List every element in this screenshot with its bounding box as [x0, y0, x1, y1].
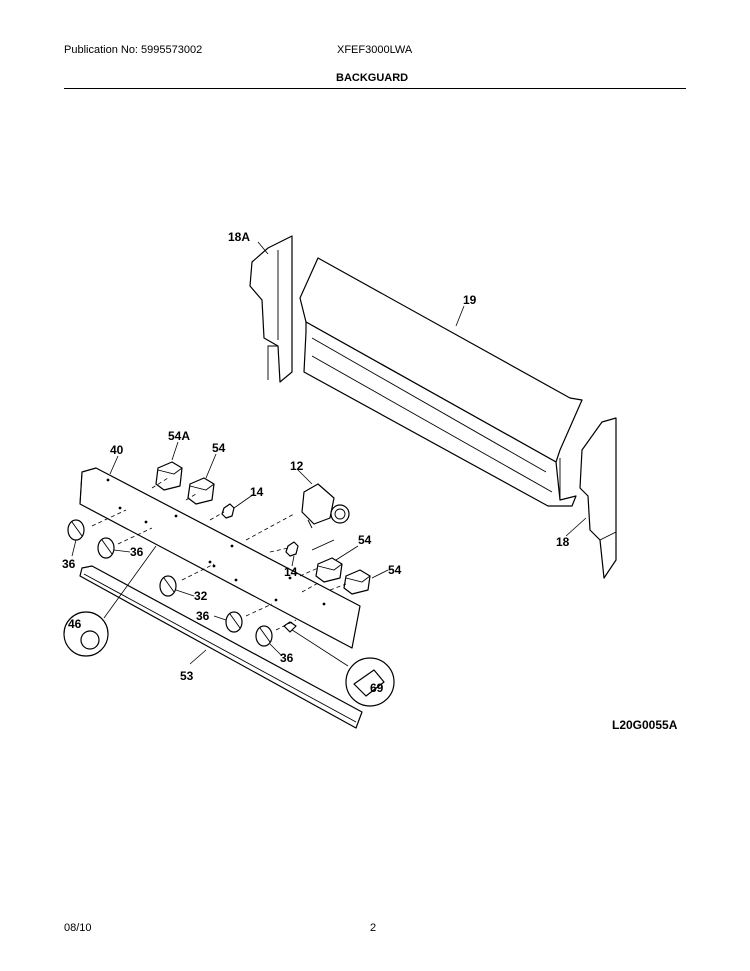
callout-36-c: 36 [196, 609, 210, 623]
page-number: 2 [370, 922, 377, 934]
control-panel-40 [79, 467, 361, 649]
model-number: XFEF3000LWA [337, 44, 413, 56]
callout-54-upper: 54 [212, 441, 226, 455]
callout-36-b: 36 [130, 545, 144, 559]
footer-date: 08/10 [64, 922, 92, 934]
diagram-reference-code: L20G0055A [612, 718, 678, 732]
indicator-light-14-lower [285, 539, 335, 557]
end-bracket-18A [249, 235, 293, 383]
callout-40: 40 [110, 443, 124, 457]
callout-12: 12 [290, 459, 304, 473]
assembly-lines [91, 477, 347, 631]
leader-lines [71, 241, 587, 665]
switch-54-lower [343, 569, 371, 595]
callout-36-a: 36 [62, 557, 76, 571]
knob-32 [159, 575, 177, 597]
knob-36-d [255, 625, 273, 647]
section-title: BACKGUARD [336, 72, 409, 84]
callout-18A: 18A [228, 230, 250, 244]
callout-54-mid: 54 [358, 533, 372, 547]
screw-detail-69 [283, 621, 395, 707]
publication-number: Publication No: 5995573002 [64, 44, 203, 56]
switch-54A [155, 461, 183, 491]
callout-36-d: 36 [280, 651, 294, 665]
callout-18: 18 [556, 535, 570, 549]
knob-36-b [97, 537, 115, 559]
knob-detail-46 [63, 545, 157, 657]
thermostat-12 [301, 483, 350, 529]
knob-36-a [67, 519, 85, 541]
knob-36-c [225, 611, 243, 633]
callout-32: 32 [194, 589, 208, 603]
end-bracket-18 [579, 417, 617, 579]
callout-54A: 54A [168, 429, 190, 443]
header-rule [64, 88, 686, 89]
callout-14-lower: 14 [284, 565, 298, 579]
trim-strip-53 [79, 565, 363, 729]
callout-46: 46 [68, 617, 82, 631]
switch-54-mid [315, 557, 343, 583]
callout-14-upper: 14 [250, 485, 264, 499]
callout-69: 69 [370, 681, 384, 695]
indicator-light-14-upper [221, 503, 235, 519]
switch-54-upper [187, 477, 215, 505]
callout-54-lower: 54 [388, 563, 402, 577]
backguard-panel-19 [299, 257, 583, 507]
callout-53: 53 [180, 669, 194, 683]
callout-19: 19 [463, 293, 477, 307]
